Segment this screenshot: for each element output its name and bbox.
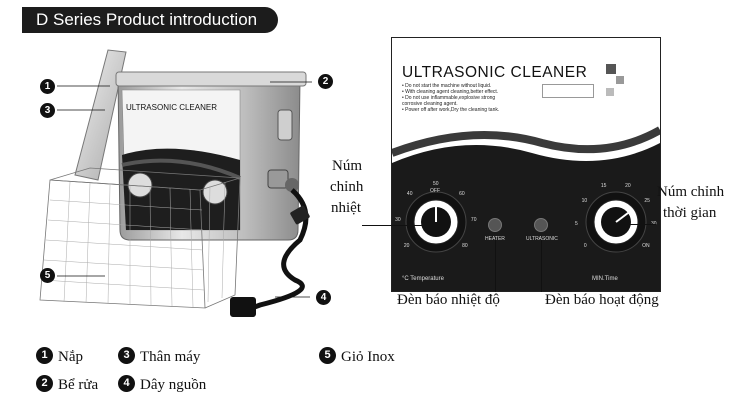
time-tick-label: 15 [600, 182, 607, 189]
control-panel: ULTRASONIC CLEANER • Do not start the ma… [391, 37, 661, 292]
ultrasonic-cleaner-illustration: ULTRASONIC CLEANER [39, 49, 312, 317]
panel-warnings: • Do not start the machine without liqui… [402, 83, 500, 113]
temp-light-annotation: Đèn báo nhiệt độ [397, 292, 500, 308]
ultrasonic-pointer [541, 240, 542, 292]
callout-5: 5 [40, 268, 55, 283]
timer-knob[interactable] [584, 190, 648, 254]
temp-knob-pointer [362, 225, 427, 226]
temperature-knob[interactable] [404, 190, 468, 254]
temperature-tick-label: 80 [462, 243, 468, 250]
time-tick-label: 20 [625, 182, 631, 189]
temperature-tick-label: 30 [395, 216, 401, 223]
temperature-unit-label: °C Temperature [402, 276, 444, 282]
callout-1: 1 [40, 79, 55, 94]
time-knob-annotation-line1: Núm chỉnh [657, 184, 725, 200]
temperature-tick-label: 40 [406, 191, 413, 198]
ultrasonic-indicator-light [534, 218, 548, 232]
lid [74, 49, 127, 181]
heater-label: HEATER [485, 236, 505, 242]
temp-knob-annotation-line2: chỉnh [330, 179, 364, 195]
callout-3: 3 [40, 103, 55, 118]
temp-knob-annotation-line3: nhiệt [331, 200, 361, 216]
ultrasonic-label: ULTRASONIC [526, 236, 558, 242]
time-tick-label: 25 [644, 197, 650, 204]
callout-4: 4 [316, 290, 331, 305]
logo-mark-icon [616, 76, 624, 84]
off-label: OFF [430, 188, 440, 194]
time-tick-label: 5 [575, 220, 578, 227]
temperature-tick-label: 70 [470, 216, 477, 223]
temp-knob-annotation-line1: Núm [332, 158, 362, 174]
panel-title: ULTRASONIC CLEANER [402, 64, 588, 81]
time-tick-label: ON [642, 243, 650, 250]
logo-mark-icon [606, 64, 616, 74]
callout-2: 2 [318, 74, 333, 89]
time-knob-annotation-line2: thời gian [663, 205, 717, 221]
temperature-tick-label: 20 [403, 243, 410, 250]
time-tick-label: 0 [583, 243, 587, 250]
callout-lines [57, 81, 312, 298]
temperature-tick-label: 60 [459, 191, 465, 198]
power-cord [230, 188, 310, 317]
stainless-basket [39, 167, 241, 309]
time-tick-label: 30 [651, 221, 657, 227]
panel-wave-background [392, 126, 660, 291]
work-light-annotation: Đèn báo hoạt động [545, 292, 659, 308]
time-unit-label: MIN.Time [592, 276, 618, 282]
body-brand-text: ULTRASONIC CLEANER [126, 103, 217, 112]
tank-symbols-icon [542, 84, 594, 98]
heater-pointer [495, 240, 496, 292]
section-title: D Series Product introduction [22, 7, 278, 33]
time-knob-pointer [612, 224, 656, 225]
time-tick-label: 10 [581, 197, 588, 204]
heater-indicator-light [488, 218, 502, 232]
logo-mark-icon [606, 88, 614, 96]
machine-body [115, 71, 307, 241]
temperature-tick-label: 50 [433, 181, 439, 187]
